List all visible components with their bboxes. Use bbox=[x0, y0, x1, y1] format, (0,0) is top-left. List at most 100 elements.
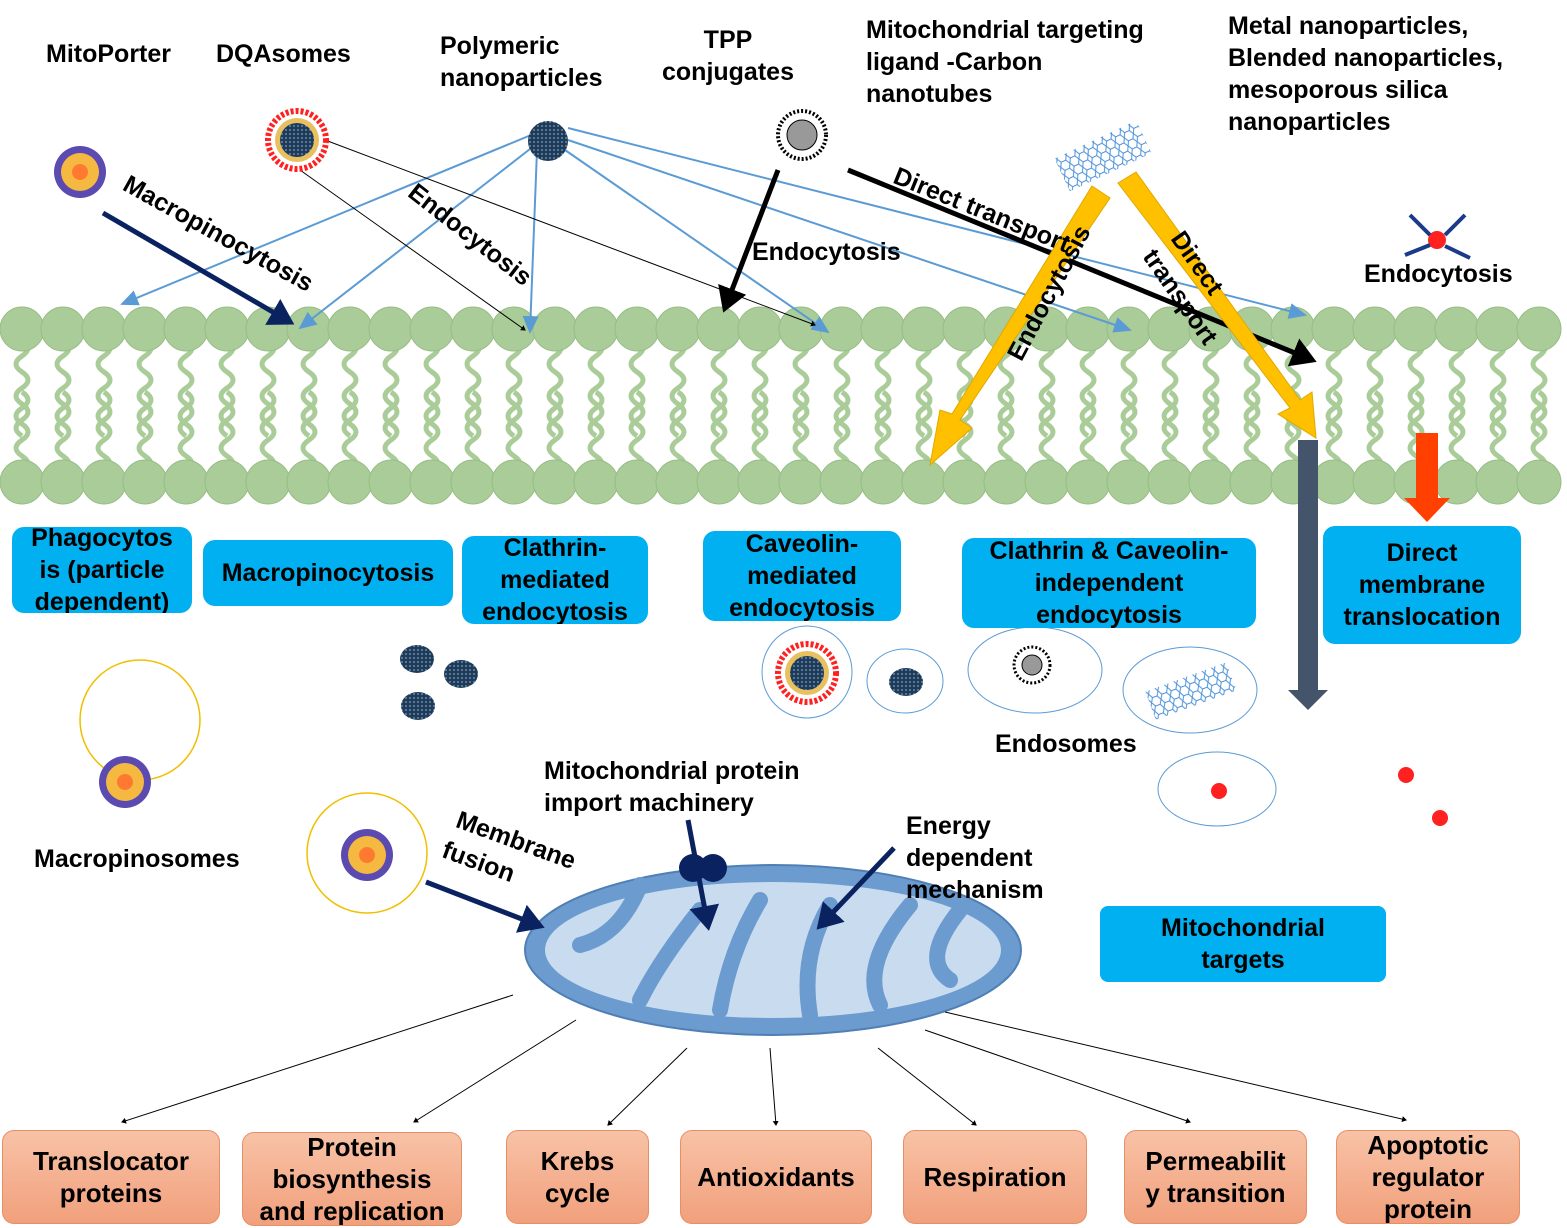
lipid-head bbox=[122, 306, 168, 352]
tpp-conjugate-particle bbox=[776, 109, 828, 161]
lipid-head bbox=[1516, 459, 1562, 505]
lipid-head bbox=[614, 459, 660, 505]
lipid-head bbox=[737, 459, 783, 505]
lipid-head bbox=[573, 306, 619, 352]
lipid-head bbox=[368, 459, 414, 505]
lipid-tail bbox=[218, 337, 236, 439]
lipid-tail bbox=[1161, 337, 1179, 439]
lipid-tail bbox=[1120, 337, 1138, 439]
lipid-head bbox=[532, 459, 578, 505]
lipid-head bbox=[286, 459, 332, 505]
lipid-tail bbox=[546, 337, 564, 439]
lipid-tail bbox=[423, 337, 441, 439]
lipid-head bbox=[1065, 306, 1111, 352]
lipid-head bbox=[204, 306, 250, 352]
mitoporter-particle bbox=[54, 146, 106, 198]
label-mitoporter: MitoPorter bbox=[46, 40, 171, 68]
lipid-tail bbox=[1079, 337, 1097, 439]
lipid-head bbox=[655, 306, 701, 352]
endosome-contents bbox=[775, 641, 1448, 826]
lipid-tail bbox=[259, 337, 277, 439]
lipid-head bbox=[368, 306, 414, 352]
lipid-tail bbox=[1489, 337, 1507, 439]
lipid-head bbox=[1024, 459, 1070, 505]
lipid-head bbox=[901, 459, 947, 505]
lipid-tail bbox=[628, 337, 646, 439]
lipid-head bbox=[1065, 459, 1111, 505]
lipid-head bbox=[901, 306, 947, 352]
box-macropinocytosis: Macropinocytosis bbox=[203, 540, 453, 606]
lipid-head bbox=[245, 306, 291, 352]
macropinocytosis-arrow bbox=[101, 210, 295, 325]
lipid-tail bbox=[136, 337, 154, 439]
lipid-tail bbox=[300, 337, 318, 439]
lipid-head bbox=[491, 459, 537, 505]
lipid-tail bbox=[956, 337, 974, 439]
lipid-tail bbox=[874, 337, 892, 439]
dqasome-arrows bbox=[299, 139, 816, 331]
lipid-tail bbox=[792, 337, 810, 439]
lipid-tail bbox=[669, 337, 687, 439]
lipid-head bbox=[163, 459, 209, 505]
label-endocytosis-metal: Endocytosis bbox=[1364, 260, 1513, 288]
lipid-head bbox=[1434, 306, 1480, 352]
lipid-head bbox=[1475, 459, 1521, 505]
internalized-polymeric-nps bbox=[400, 645, 478, 720]
label-dqasomes: DQAsomes bbox=[216, 40, 351, 68]
lipid-head bbox=[778, 459, 824, 505]
lipid-tail bbox=[1325, 337, 1343, 439]
yellow-endocytosis-arrow bbox=[929, 185, 1111, 467]
endosomes bbox=[761, 625, 1277, 827]
lipid-head bbox=[409, 459, 455, 505]
lipid-head bbox=[204, 459, 250, 505]
lipid-head bbox=[1106, 459, 1152, 505]
lipid-head bbox=[860, 306, 906, 352]
lipid-head bbox=[0, 459, 45, 505]
yellow-direct-transport-arrow bbox=[1117, 171, 1317, 439]
lipid-head bbox=[942, 306, 988, 352]
lipid-head bbox=[860, 459, 906, 505]
label-endosomes: Endosomes bbox=[995, 730, 1137, 758]
lipid-head bbox=[163, 306, 209, 352]
lipid-head bbox=[327, 459, 373, 505]
tpp-endocytosis-arrow bbox=[718, 169, 781, 313]
lipid-head bbox=[409, 306, 455, 352]
red-down-arrow bbox=[1404, 433, 1450, 522]
lipid-head bbox=[819, 459, 865, 505]
lipid-tail bbox=[505, 337, 523, 439]
macropinosome-particle bbox=[99, 756, 151, 808]
membrane-fusion-arrow bbox=[425, 879, 545, 933]
lipid-tail bbox=[1202, 337, 1220, 439]
dqasome-particle bbox=[265, 108, 329, 172]
label-metal-nanoparticles: Metal nanoparticles,Blended nanoparticle… bbox=[1228, 12, 1504, 136]
import-machinery-arrow bbox=[685, 819, 720, 931]
lipid-tail bbox=[13, 337, 31, 439]
lipid-tail bbox=[833, 337, 851, 439]
lipid-head bbox=[696, 306, 742, 352]
slate-down-arrow bbox=[1288, 440, 1328, 710]
lipid-head bbox=[450, 306, 496, 352]
lipid-head bbox=[0, 306, 45, 352]
lipid-head bbox=[1516, 306, 1562, 352]
lipid-head bbox=[942, 459, 988, 505]
lipid-head bbox=[1352, 459, 1398, 505]
lipid-head bbox=[655, 459, 701, 505]
lipid-head bbox=[286, 306, 332, 352]
lipid-head bbox=[81, 459, 127, 505]
lipid-tail bbox=[1038, 337, 1056, 439]
lipid-head bbox=[614, 306, 660, 352]
box-respiration: Respiration bbox=[903, 1130, 1087, 1224]
lipid-head bbox=[1311, 306, 1357, 352]
mitochondrion bbox=[524, 854, 1022, 1036]
lipid-head bbox=[450, 459, 496, 505]
